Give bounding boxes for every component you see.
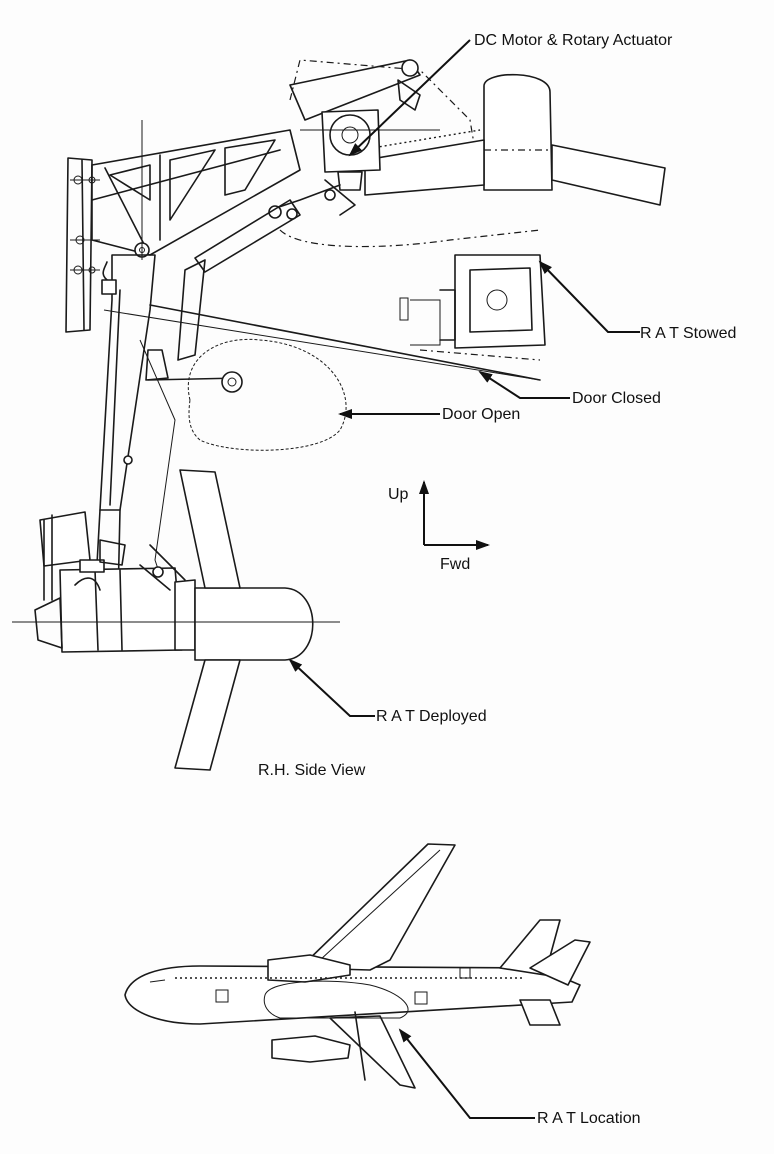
strut-linkage [177, 184, 341, 361]
dc-motor-label: DC Motor & Rotary Actuator [474, 32, 673, 49]
rat-stowed-label: R A T Stowed [640, 325, 737, 342]
main-strut [94, 254, 541, 601]
orientation-axes [419, 480, 490, 550]
rat-location-label: R A T Location [537, 1110, 641, 1127]
aircraft-silhouette [124, 843, 591, 1089]
door-open-label: Door Open [442, 406, 521, 423]
dc-motor-actuator [289, 59, 440, 216]
side-view-caption: R.H. Side View [258, 762, 366, 779]
rat-deployed-label: R A T Deployed [376, 708, 487, 725]
fwd-axis-label: Fwd [440, 556, 471, 573]
leader-lines [288, 39, 640, 1119]
door-open-outline [187, 338, 347, 451]
mounting-bracket [65, 157, 100, 333]
rat-deployed-assembly [12, 469, 340, 771]
support-truss [91, 120, 301, 260]
door-closed-label: Door Closed [572, 390, 661, 407]
door-closed-line [149, 304, 541, 381]
up-axis-label: Up [388, 486, 409, 503]
rat-stowed-assembly [279, 59, 666, 361]
